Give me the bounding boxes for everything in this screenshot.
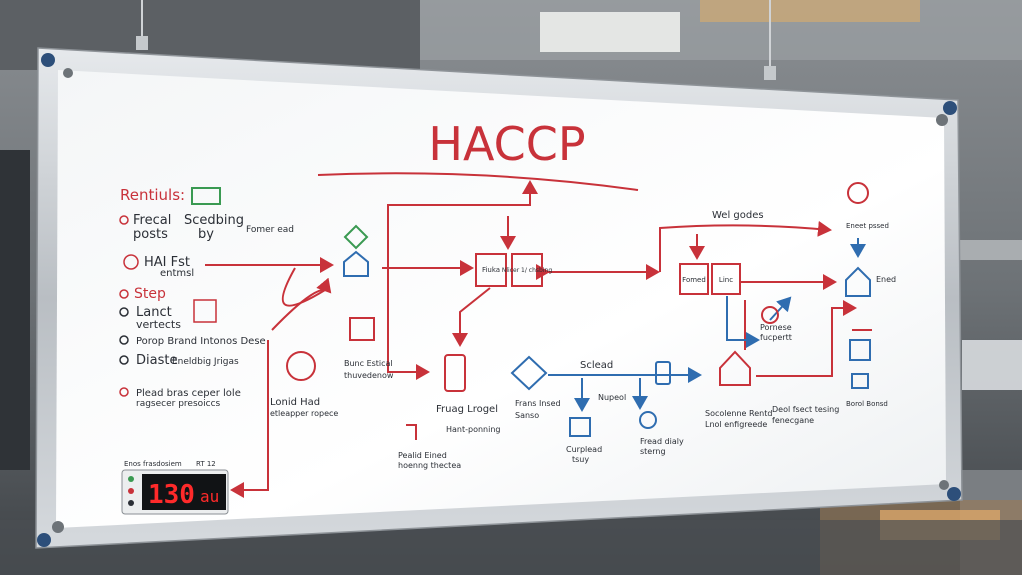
note: Pealid Eined [398,451,447,460]
note: Socolenne Rentd [705,409,772,418]
left-item-sub: entmsl [160,268,194,279]
thermometer-tag: RT 12 [196,460,216,468]
process-box [475,253,507,287]
note: Borol Bonsd [846,400,888,408]
phone-icon [655,361,671,385]
device-icon [851,373,869,389]
left-item-sub: vertects [136,318,181,331]
thermometer-display: Enos frasdosiem RT 12 130 au [121,460,229,515]
left-item-sub: ragsecer presoiccs [136,399,221,409]
thermometer-label: Enos frasdosiem [124,460,182,468]
corner-cap [41,53,55,67]
notes: Fomer ead Lonid Had etleapper ropece Fru… [246,210,896,470]
whiteboard-surface [56,70,946,528]
process-box-label: Fomed [682,276,706,284]
note: Frans Insed [515,399,561,408]
left-item-sub: by [198,227,214,242]
note: Hant-ponning [446,425,501,434]
note: Eneet pssed [846,222,889,230]
ceiling-light [540,12,680,52]
process-box [711,263,741,295]
process-box-label: Linc [719,276,733,284]
process-box [511,253,543,287]
box-icon [193,299,217,323]
containers-right [962,340,1022,390]
note: sterng [640,447,666,456]
left-item-sub: Eneldbig Jrigas [172,357,239,367]
process-box-label: Fiuka [482,266,500,274]
note: Bunc Estical [344,359,393,368]
device-icon [849,339,871,361]
clock-icon [286,351,316,381]
process-box-label: Nlicer 1/ chsbing [502,267,552,274]
note: Deol fsect tesing [772,405,839,414]
note: fenecgane [772,416,814,425]
diamond-icon [510,355,548,391]
container-icon [349,317,375,341]
note: thuvedenow [344,371,394,380]
process-boxes: Fiuka Nlicer 1/ chsbing Fomed Linc [475,253,741,295]
diamond-icon [343,224,369,250]
left-item: Plead bras ceper lole [136,388,241,399]
tap-icon [406,424,417,440]
house-icon [845,266,871,297]
cup-icon [569,417,591,437]
note: Fruag Lrogel [436,404,498,415]
dollar-house-icon [719,350,751,386]
note: Pornese [760,323,792,332]
note: Nupeol [598,393,626,402]
note: Ened [876,275,896,284]
note: Fomer ead [246,225,294,235]
left-item-sub: posts [133,227,168,242]
house-icon [343,250,369,277]
alarm-icon [847,182,869,204]
oven-left [0,150,30,470]
note: Sclead [580,360,613,371]
note: hoenng thectea [398,461,461,470]
check-icon [123,254,139,270]
pin-icon [639,411,657,429]
left-item: HAI Fst [144,255,190,270]
process-box [679,263,709,295]
board-title: HACCP [428,117,585,171]
note: Lonid Had [270,397,320,408]
note: Curplead [566,445,602,454]
note: Wel godes [712,210,764,221]
note: Lnol enfigreede [705,420,767,429]
temperature-unit: au [200,487,219,506]
left-item: Porop Brand Intonos Dese [136,336,266,347]
note: etleapper ropece [270,409,338,418]
bottle-icon [444,354,466,392]
left-item: Diaste [136,353,177,368]
note: tsuy [572,455,589,464]
shelf-boxes [700,0,920,22]
left-item: Frecal [133,213,171,228]
left-item: Scedbing [184,213,244,228]
note: Sanso [515,411,539,420]
note: fucpertt [760,333,792,342]
note: Fread dialy [640,437,684,446]
left-item: Lanct [136,305,172,320]
box-icon [191,187,221,205]
left-heading: Rentiuls: [120,186,185,204]
gauge-icon [761,306,779,324]
temperature-value: 130 [148,480,195,510]
left-list: Rentiuls: Frecal posts Scedbing by HAI F… [119,186,266,409]
left-item: Step [134,286,166,302]
